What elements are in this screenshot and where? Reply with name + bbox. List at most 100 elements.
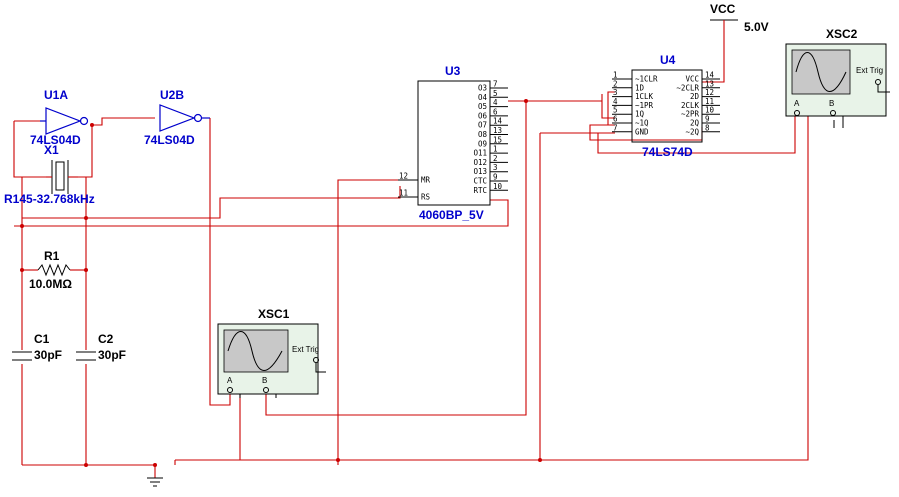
vcc-label: VCC <box>710 2 736 16</box>
c2-capacitor[interactable]: C2 30pF <box>76 332 126 364</box>
xsc1-channel-b-terminal[interactable] <box>263 387 269 393</box>
r1-ref: R1 <box>44 249 60 263</box>
u4-left-pins-pin[interactable]: 1Q 5 <box>612 106 645 119</box>
xsc2-channel-a: A <box>794 99 800 108</box>
u3-right-pins-pin[interactable]: O9 15 <box>478 135 508 148</box>
pin-number: 11 <box>705 97 714 106</box>
pin-number: 4 <box>613 97 618 106</box>
u1a-part: 74LS04D <box>30 133 81 147</box>
u4-right-pins-pin[interactable]: 2Q 9 <box>690 115 720 128</box>
junctions <box>20 99 542 467</box>
u3-ref: U3 <box>445 64 461 78</box>
pin-number: 5 <box>613 106 618 115</box>
u3-part: 4060BP_5V <box>419 208 484 222</box>
pin-name: O4 <box>478 93 488 102</box>
pin-number: 7 <box>493 80 498 89</box>
c2-ref: C2 <box>98 332 114 346</box>
pin-name: O12 <box>473 158 487 167</box>
xsc2-channel-a-terminal[interactable] <box>794 110 800 116</box>
pin-number: 1 <box>493 145 498 154</box>
pin-name: 2Q <box>690 119 700 128</box>
pin-number: 10 <box>493 182 503 191</box>
pin-number: 9 <box>493 173 498 182</box>
xsc2-oscilloscope[interactable]: XSC2 Ext Trig A B <box>785 27 890 128</box>
pin-number: 15 <box>493 135 502 144</box>
xsc1-channel-b: B <box>262 376 267 385</box>
pin-name: 1Q <box>635 110 645 119</box>
xsc2-trigger-terminal[interactable] <box>875 79 881 85</box>
pin-name: O6 <box>478 111 488 120</box>
xsc1-ext-trig: Ext Trig <box>292 345 319 354</box>
pin-number: 6 <box>493 107 498 116</box>
x1-part: R145-32.768kHz <box>4 192 95 206</box>
u3-right-pins-pin[interactable]: O4 5 <box>478 89 508 102</box>
pin-number: 14 <box>493 117 503 126</box>
pin-name: ~1Q <box>635 119 649 128</box>
pin-name: MR <box>421 176 431 185</box>
u4-part: 74LS74D <box>642 145 693 159</box>
xsc1-trigger-terminal[interactable] <box>313 357 319 363</box>
u2b-inverter[interactable]: U2B 74LS04D <box>144 88 210 147</box>
r1-value: 10.0MΩ <box>29 277 72 291</box>
pin-number: 6 <box>613 115 618 124</box>
u1a-inverter[interactable]: U1A 74LS04D <box>30 88 89 147</box>
pin-name: ~2PR <box>681 110 700 119</box>
ground-icon <box>147 477 163 487</box>
pin-number: 2 <box>613 79 618 88</box>
pin-name: O8 <box>478 130 488 139</box>
pin-number: 14 <box>705 71 715 80</box>
pin-name: ~1PR <box>635 101 654 110</box>
u2b-ref: U2B <box>160 88 184 102</box>
xsc2-ref: XSC2 <box>826 27 858 41</box>
u4-left-pins-pin[interactable]: ~1Q 6 <box>612 115 649 128</box>
vcc-power-symbol[interactable]: VCC 5.0V <box>710 2 769 34</box>
xsc2-channel-b: B <box>829 99 834 108</box>
pin-name: 1CLK <box>635 92 654 101</box>
u4-left-pins-pin[interactable]: 1D 2 <box>612 79 645 92</box>
x1-crystal[interactable]: X1 R145-32.768kHz <box>4 143 95 206</box>
c1-ref: C1 <box>34 332 50 346</box>
pin-number: 9 <box>705 115 710 124</box>
xsc1-oscilloscope[interactable]: XSC1 Ext Trig A B <box>217 307 326 398</box>
pin-number: 12 <box>705 88 714 97</box>
pin-name: 1D <box>635 83 645 92</box>
xsc1-channel-a-terminal[interactable] <box>227 387 233 393</box>
c1-capacitor[interactable]: C1 30pF <box>12 332 62 364</box>
pin-number: 13 <box>705 79 714 88</box>
pin-name: CTC <box>473 177 487 186</box>
r1-resistor[interactable]: R1 10.0MΩ <box>29 249 72 291</box>
c1-value: 30pF <box>34 348 62 362</box>
xsc2-channel-b-terminal[interactable] <box>830 110 836 116</box>
u1a-ref: U1A <box>44 88 68 102</box>
pin-name: O9 <box>478 139 487 148</box>
u3-right-pins-pin[interactable]: O6 6 <box>478 107 508 120</box>
u4-left-pins-pin[interactable]: ~1PR 4 <box>612 97 654 110</box>
pin-number: 5 <box>493 89 498 98</box>
u4-flipflop-ic[interactable]: U4 74LS74D ~1CLR11D21CLK3~1PR41Q5~1Q6GND… <box>612 53 720 159</box>
wires <box>13 27 809 478</box>
u3-right-pins-pin[interactable]: CTC 9 <box>473 173 508 186</box>
pin-name: ~1CLR <box>635 75 658 84</box>
